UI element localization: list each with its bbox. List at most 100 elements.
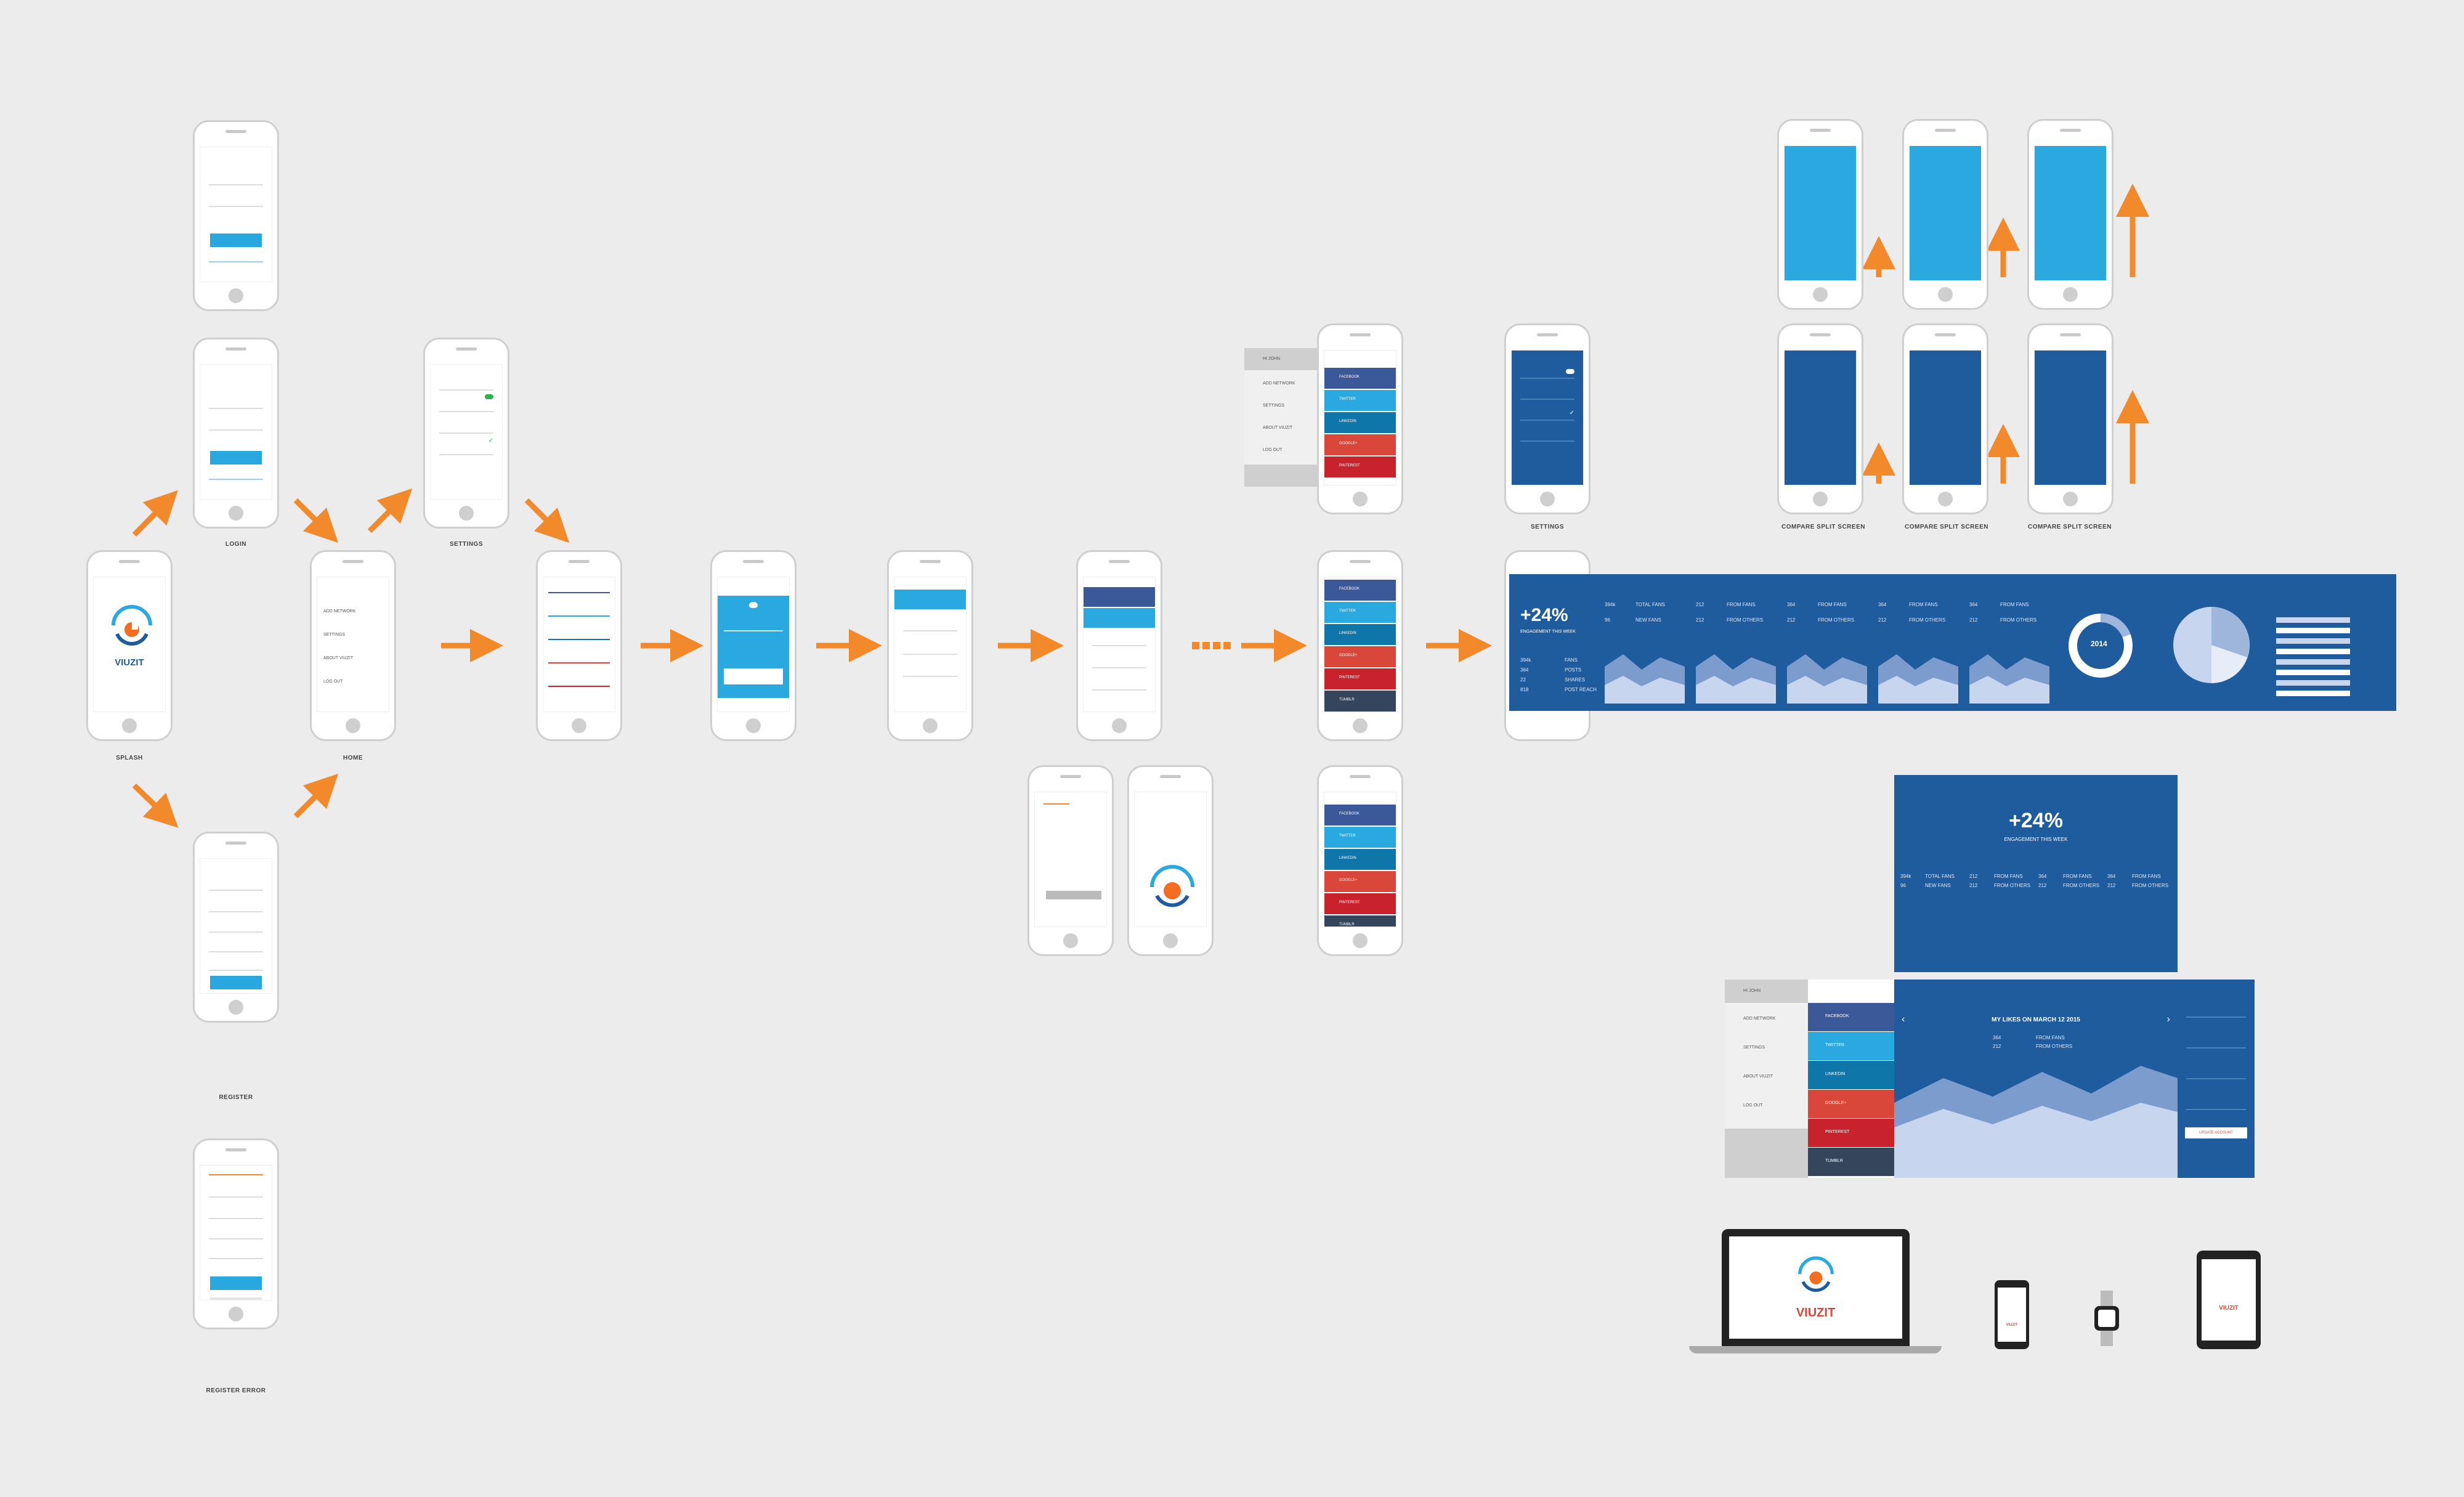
register-error-cancel-button[interactable] — [210, 1297, 262, 1300]
caption-register-error: REGISTER ERROR — [206, 1387, 266, 1394]
check-icon[interactable]: ✓ — [488, 437, 493, 444]
account-settings-screen: ✓ — [1511, 350, 1584, 485]
tablet-network-row[interactable]: TUMBLR — [1808, 1148, 1894, 1176]
tablet-network-row[interactable]: PINTEREST — [1808, 1119, 1894, 1147]
dashboard-table-row — [2276, 680, 2350, 686]
login-submit-button[interactable] — [210, 233, 262, 247]
speaker — [225, 347, 246, 351]
compare-screen — [1784, 350, 1857, 485]
network-row[interactable]: LINKEDIN — [1324, 849, 1396, 870]
update-account-button[interactable]: UPDATE ACCOUNT — [2185, 1127, 2247, 1138]
home-button — [923, 718, 938, 733]
chevron-left-icon[interactable]: ‹ — [1902, 1014, 1905, 1024]
chevron-right-icon[interactable]: › — [2166, 1014, 2170, 1024]
speaker — [119, 560, 140, 563]
dashboard-column-b: 212 — [1696, 617, 1704, 623]
menu-item-logout[interactable]: LOG OUT — [323, 680, 343, 684]
speaker — [1060, 775, 1081, 778]
tablet-v1: 364 — [1993, 1035, 2001, 1041]
network-row[interactable]: PINTEREST — [1324, 668, 1396, 689]
register-error-submit-button[interactable] — [210, 1276, 262, 1290]
tablet-network-label: TWITTER — [1825, 1043, 1845, 1047]
network-row[interactable]: GOOGLE+ — [1324, 434, 1396, 455]
network-row[interactable]: TWITTER — [1324, 827, 1396, 848]
tablet-menu-add[interactable]: ADD NETWORK — [1743, 1016, 1776, 1021]
tablet-column-a: 212 — [1969, 874, 1978, 879]
network-row[interactable]: TWITTER — [1324, 602, 1396, 623]
menu-item-add-network[interactable]: ADD NETWORK — [323, 609, 356, 614]
network-row-label: TWITTER — [1339, 834, 1356, 838]
tablet-network-row[interactable]: TWITTER — [1808, 1032, 1894, 1060]
home-button — [1112, 718, 1127, 733]
network-row[interactable]: GOOGLE+ — [1324, 646, 1396, 667]
dashboard-column-area-chart — [1696, 654, 1776, 704]
speaker — [1350, 775, 1371, 778]
tablet-network-label: FACEBOOK — [1825, 1014, 1849, 1018]
dashboard-column-al: FROM FANS — [1818, 602, 1847, 607]
speaker — [920, 560, 941, 563]
tablet-menu-panel: HI JOHN ADD NETWORK SETTINGS ABOUT VIUZI… — [1725, 980, 1808, 1178]
tablet-menu-settings[interactable]: SETTINGS — [1743, 1045, 1765, 1050]
check-icon[interactable]: ✓ — [1569, 410, 1574, 416]
compare-screen — [2034, 145, 2107, 281]
network-row[interactable]: GOOGLE+ — [1324, 871, 1396, 892]
network-link-row[interactable] — [548, 615, 610, 617]
network-row[interactable]: FACEBOOK — [1324, 368, 1396, 389]
dashboard-table-row — [2276, 638, 2350, 644]
menu-item-about[interactable]: ABOUT VIUZIT — [323, 656, 354, 660]
tablet-likes-chart-panel: MY LIKES ON MARCH 12 2015 ‹ › 364 FROM F… — [1894, 980, 2178, 1178]
dashboard-column-al: TOTAL FANS — [1635, 602, 1665, 607]
laptop-logo-icon — [1798, 1256, 1834, 1292]
side-menu-item-settings[interactable]: SETTINGS — [1263, 404, 1285, 408]
login-submit-button-2[interactable] — [210, 451, 262, 465]
network-row[interactable]: FACEBOOK — [1324, 580, 1396, 601]
twitter-row[interactable] — [1084, 608, 1155, 628]
dashboard-stat-label: FANS — [1565, 657, 1578, 663]
home-phone: ADD NETWORK SETTINGS ABOUT VIUZIT LOG OU… — [310, 550, 396, 741]
splash-phone: VIUZIT — [86, 550, 172, 741]
network-row[interactable]: PINTEREST — [1324, 893, 1396, 914]
tablet-network-row[interactable]: LINKEDIN — [1808, 1061, 1894, 1089]
dashboard-column-b: 212 — [1787, 617, 1796, 623]
network-row[interactable]: TWITTER — [1324, 390, 1396, 411]
twitter-panel — [718, 596, 789, 698]
unplugged-icon — [1046, 891, 1101, 899]
home-button — [1540, 492, 1555, 506]
network-row[interactable]: LINKEDIN — [1324, 412, 1396, 433]
dashboard-stat-value: 364 — [1520, 667, 1529, 673]
network-row[interactable]: FACEBOOK — [1324, 805, 1396, 826]
network-link-row[interactable] — [548, 686, 610, 687]
network-added-phone — [887, 550, 973, 741]
twitter-row[interactable] — [894, 590, 966, 609]
toggle-icon[interactable] — [485, 394, 493, 399]
network-row[interactable]: TUMBLR — [1324, 691, 1396, 712]
menu-item-settings[interactable]: SETTINGS — [323, 633, 346, 637]
side-menu-item-logout[interactable]: LOG OUT — [1263, 448, 1283, 452]
toggle-icon[interactable] — [1566, 369, 1574, 374]
network-row[interactable]: PINTEREST — [1324, 456, 1396, 477]
home-button — [459, 506, 474, 521]
tablet-menu-about[interactable]: ABOUT VIUZIT — [1743, 1074, 1773, 1079]
home-button — [346, 718, 360, 733]
network-link-row[interactable] — [548, 639, 610, 640]
facebook-row[interactable] — [1084, 587, 1155, 607]
network-link-row[interactable] — [548, 662, 610, 663]
side-menu-item-add[interactable]: ADD NETWORK — [1263, 381, 1295, 386]
laptop-device: VIUZIT — [1722, 1229, 1910, 1346]
speaker — [342, 560, 363, 563]
network-row-label: FACEBOOK — [1339, 587, 1360, 591]
viuzit-logo-icon — [111, 605, 152, 646]
network-row[interactable]: LINKEDIN — [1324, 624, 1396, 645]
speaker — [1935, 129, 1956, 132]
network-link-row[interactable] — [548, 592, 610, 593]
tablet-network-row[interactable]: FACEBOOK — [1808, 1003, 1894, 1031]
authorize-button[interactable] — [724, 668, 783, 684]
tablet-network-row[interactable]: GOOGLE+ — [1808, 1090, 1894, 1118]
tablet-menu-logout[interactable]: LOG OUT — [1743, 1103, 1763, 1108]
network-row[interactable]: TUMBLR — [1324, 915, 1396, 927]
register-submit-button[interactable] — [210, 976, 262, 989]
login-phone-1 — [193, 120, 279, 311]
side-menu-item-about[interactable]: ABOUT VIUZIT — [1263, 426, 1293, 430]
dashboard-table-row — [2276, 670, 2350, 675]
